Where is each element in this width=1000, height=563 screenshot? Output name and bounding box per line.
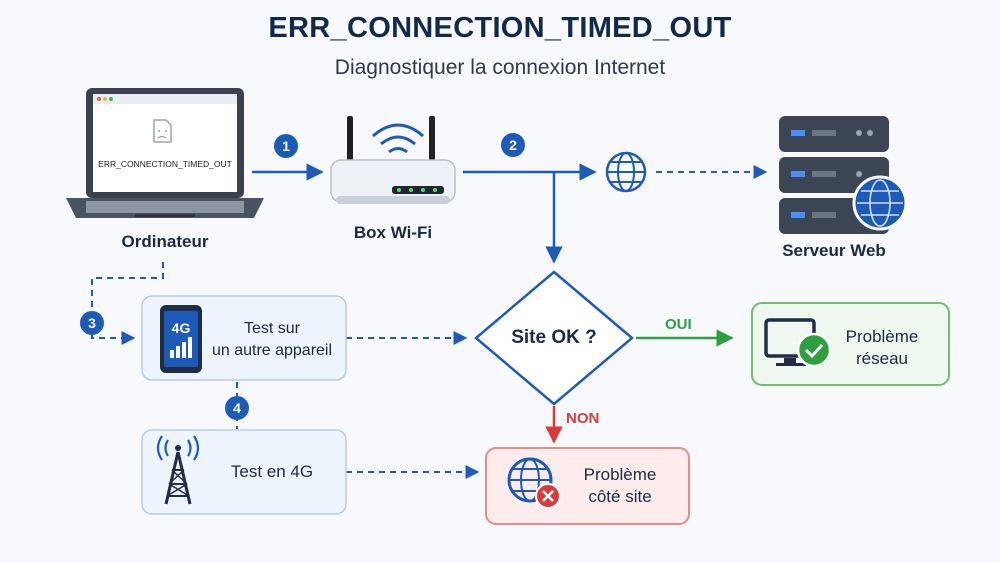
- network-problem-line1: Problème: [845, 327, 919, 346]
- decision-diamond: [474, 270, 634, 406]
- smartphone-icon: [160, 305, 202, 373]
- cell-tower-icon: [156, 435, 200, 505]
- server-icon: [779, 116, 908, 234]
- decision-text: Site OK ?: [511, 327, 597, 348]
- server-label: Serveur Web: [782, 241, 886, 260]
- edge-label-yes: OUI: [665, 316, 692, 333]
- laptop-screen-text: ERR_CONNECTION_TIMED_OUT: [98, 159, 232, 169]
- step-2-badge: 2: [501, 133, 525, 157]
- test-4g-box: [141, 429, 347, 515]
- step-1-badge: 1: [274, 134, 298, 158]
- other-device-text: Test sur un autre appareil: [208, 318, 336, 362]
- page-title: ERR_CONNECTION_TIMED_OUT: [268, 12, 732, 44]
- computer-label: Ordinateur: [121, 232, 209, 251]
- laptop-icon: [66, 88, 264, 218]
- network-problem-text: Problème réseau: [822, 326, 942, 370]
- step-3-badge: 3: [80, 311, 104, 335]
- step-4-badge: 4: [225, 396, 249, 420]
- page-subtitle: Diagnostiquer la connexion Internet: [334, 56, 666, 79]
- other-device-line1: Test sur: [243, 320, 300, 337]
- site-problem-line1: Problème: [583, 465, 657, 484]
- other-device-line2: un autre appareil: [211, 342, 333, 359]
- edge-label-no: NON: [566, 410, 600, 427]
- router-icon: [330, 116, 456, 204]
- network-problem-line2: réseau: [856, 349, 908, 368]
- badge-4g: 4G: [172, 320, 191, 336]
- router-label: Box Wi-Fi: [353, 223, 433, 242]
- monitor-check-icon: [764, 318, 832, 368]
- globe-error-icon: [507, 457, 561, 509]
- test-4g-text: Test en 4G: [230, 462, 314, 481]
- site-problem-line2: côté site: [588, 487, 652, 506]
- globe-icon: [605, 151, 647, 193]
- site-problem-text: Problème côté site: [560, 464, 680, 508]
